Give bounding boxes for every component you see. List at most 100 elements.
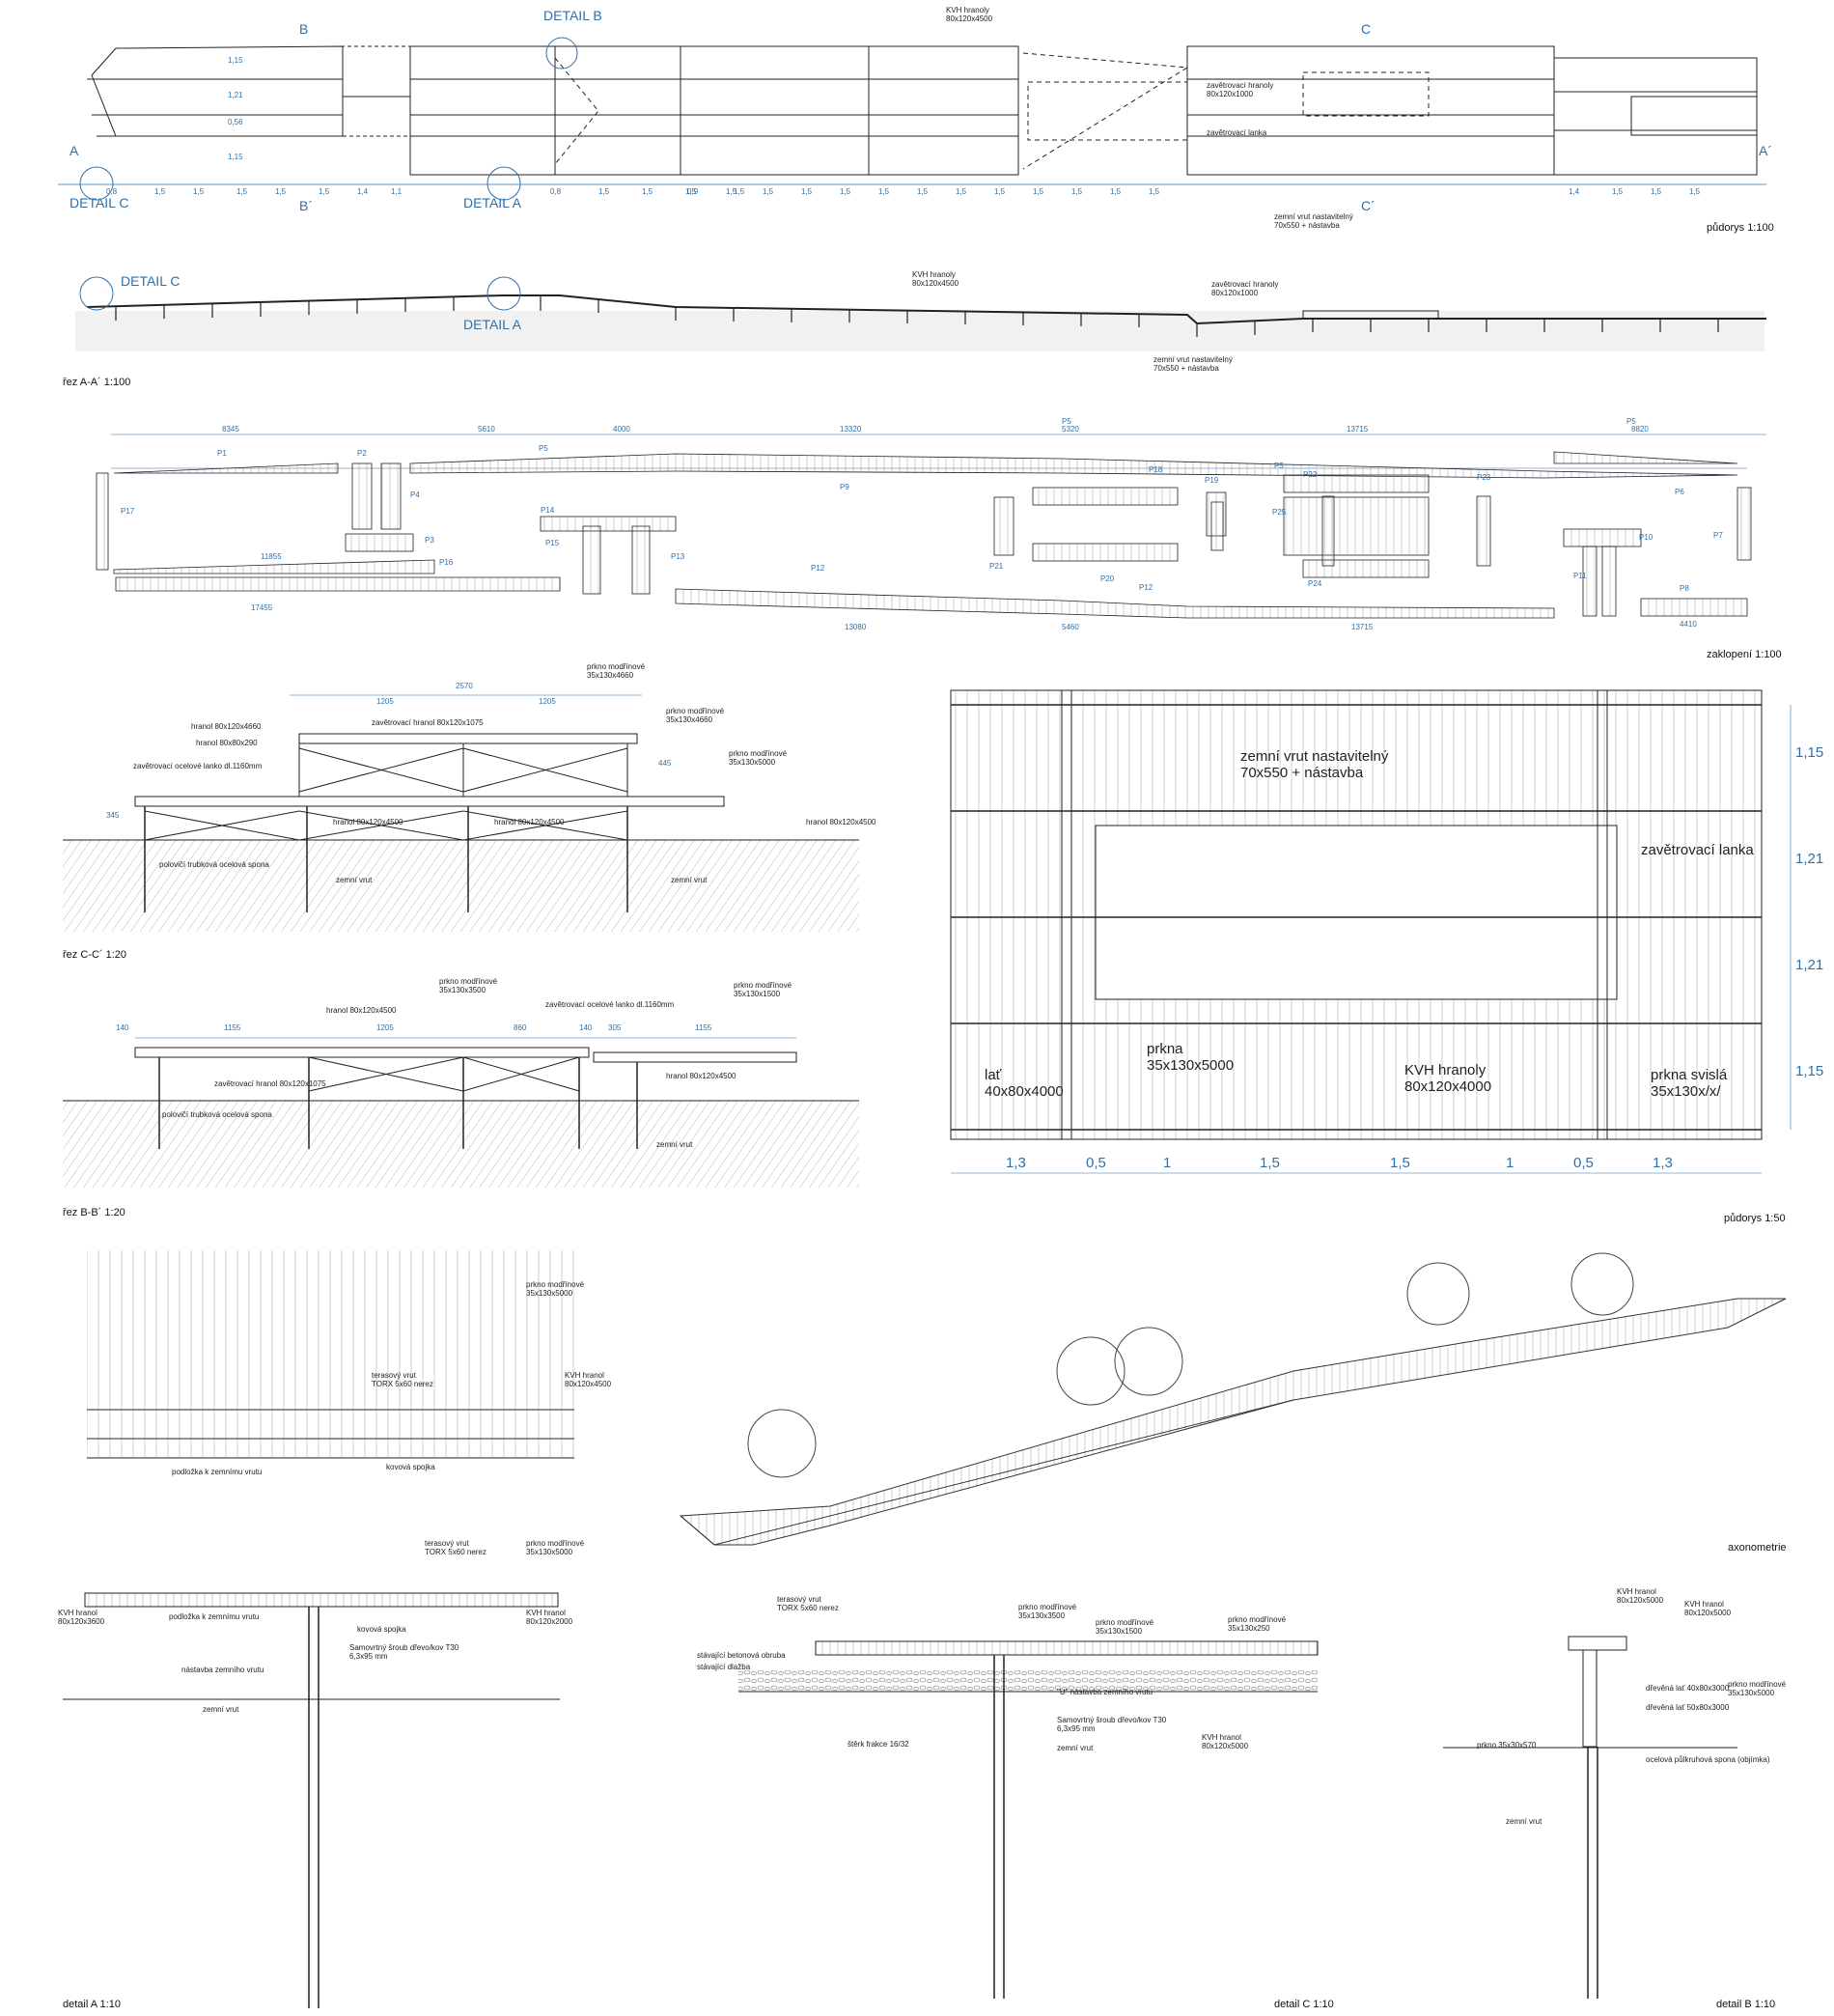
section-mark-b: B	[299, 21, 309, 37]
da-kvh-right: KVH hranol 80x120x2000	[526, 1609, 573, 1626]
zak-panel-p14: P14	[541, 506, 555, 515]
plan100-dim-17: 1,5	[840, 187, 851, 196]
bb-zav-lanko: zavětrovací ocelové lanko dl.1160mm	[545, 1000, 675, 1009]
plan100-dim-24: 1,5	[1110, 187, 1122, 196]
zak-bot-dim-1: 17455	[251, 603, 273, 612]
dc-dlazba: stávající dlažba	[697, 1663, 751, 1671]
p50-zemni-vrut: zemní vrut nastavitelný 70x550 + nástavb…	[1240, 748, 1389, 781]
axonometry	[679, 1252, 1787, 1546]
plan100-dim-9: 1,5	[598, 187, 610, 196]
bb-hranol-b: hranol 80x120x4500	[666, 1072, 736, 1080]
zak-panel-p12b: P12	[1139, 583, 1153, 592]
plan100-dim-1: 1,5	[154, 187, 166, 196]
zak-panel-p9: P9	[840, 483, 849, 491]
bb-zav-hranol: zavětrovací hranol 80x120x1075	[214, 1079, 326, 1088]
cc-zemni-vrut-a: zemní vrut	[336, 876, 373, 884]
zak-panel-p1: P1	[217, 449, 227, 458]
p50-side-0: 1,15	[1795, 744, 1824, 761]
caption-detail-a: detail A 1:10	[63, 1999, 121, 2010]
db-prkno: prkno modřínové 35x130x5000	[1728, 1680, 1787, 1697]
cc-dim-2: 1205	[539, 697, 556, 706]
cc-dim-4: 345	[106, 811, 120, 820]
zak-panel-p2: P2	[357, 449, 367, 458]
plan100-dim-27: 1,5	[1612, 187, 1624, 196]
db-zemni-vrut: zemní vrut	[1506, 1817, 1542, 1826]
section-cc	[63, 694, 859, 932]
caption-plan100: půdorys 1:100	[1707, 222, 1774, 234]
detail-b	[1443, 1636, 1737, 1999]
dc-prkno-3: prkno modřínové 35x130x250	[1228, 1615, 1287, 1633]
caption-detail-c: detail C 1:10	[1274, 1999, 1334, 2010]
detail-c	[738, 1640, 1319, 1999]
plan100-dim-2: 1,5	[193, 187, 205, 196]
dc-u-nastavba: "U" nástavba zemního vrutu	[1057, 1688, 1153, 1696]
p50-dim-6: 0,5	[1573, 1155, 1594, 1171]
plan-50	[950, 689, 1792, 1174]
zak-top-dim-1: 5610	[478, 425, 495, 434]
cc-hranol-4660: hranol 80x120x4660	[191, 722, 262, 731]
plan100-dim-21: 1,5	[994, 187, 1006, 196]
dp-spojka: kovová spojka	[386, 1463, 435, 1471]
dp-vrut: terasový vrut TORX 5x60 nerez	[372, 1371, 433, 1388]
zak-panel-p5d: P5	[1626, 417, 1636, 426]
zak-top-dim-0: 8345	[222, 425, 239, 434]
aa-zemni-vrut-label: zemní vrut nastavitelný 70x550 + nástavb…	[1153, 355, 1233, 373]
bb-dim-0: 140	[116, 1023, 129, 1032]
plan100-side-3: 1,15	[228, 153, 243, 161]
detail-c-marker-aa: DETAIL C	[121, 273, 181, 289]
zak-panel-p5a: P5	[539, 444, 548, 453]
da-zemni-vrut: zemní vrut	[203, 1705, 239, 1714]
plan100-dim-19: 1,5	[917, 187, 929, 196]
caption-plan50: půdorys 1:50	[1724, 1213, 1786, 1224]
detail-a	[63, 1592, 560, 2008]
zak-bot-dim-2: 13080	[845, 623, 867, 631]
plan100-dim-23: 1,5	[1071, 187, 1083, 196]
caption-zaklopeni: zaklopení 1:100	[1707, 649, 1782, 660]
bb-prkno-2: prkno modřínové 35x130x1500	[734, 981, 792, 998]
db-kvh-1: KVH hranol 80x120x5000	[1617, 1587, 1664, 1605]
zak-panel-p11: P11	[1573, 572, 1587, 580]
zak-panel-p15: P15	[545, 539, 560, 547]
plan100-dim-4: 1,5	[275, 187, 287, 196]
section-mark-c: C	[1361, 21, 1372, 37]
plan100-dim-6: 1,4	[357, 187, 369, 196]
dp-podlozka: podložka k zemnímu vrutu	[172, 1468, 263, 1476]
p50-zav-lanka: zavětrovací lanka	[1641, 842, 1754, 858]
plan100-dim-16: 1,5	[801, 187, 813, 196]
zak-panel-p10: P10	[1639, 533, 1653, 542]
plan100-kvh-label: KVH hranoly 80x120x4500	[946, 6, 993, 23]
caption-section-cc: řez C-C´ 1:20	[63, 949, 127, 961]
plan-100	[58, 37, 1766, 201]
zak-bot-dim-5: 4410	[1680, 620, 1697, 629]
p50-side-1: 1,21	[1795, 851, 1824, 867]
db-spona: ocelová půlkruhová spona (objímka)	[1646, 1755, 1770, 1764]
da-sroub: Samovrtný šroub dřevo/kov T30 6,3x95 mm	[349, 1643, 459, 1661]
plan100-dim-0: 0,8	[106, 187, 118, 196]
db-prkno-b: prkno 35x30x570	[1477, 1741, 1537, 1750]
plan100-dim-18: 1,5	[878, 187, 890, 196]
plan100-dim-12: 1,5	[734, 187, 745, 196]
dc-obruba: stávající betonová obruba	[697, 1651, 786, 1660]
dc-kvh: KVH hranol 80x120x5000	[1202, 1733, 1249, 1750]
zak-top-dim-2: 4000	[613, 425, 630, 434]
db-lat-2: dřevěná lať 50x80x3000	[1646, 1703, 1730, 1712]
p50-dim-2: 1	[1163, 1155, 1172, 1171]
da-podlozka: podložka k zemnímu vrutu	[169, 1612, 260, 1621]
p50-dim-0: 1,3	[1006, 1155, 1026, 1171]
plan100-side-0: 1,15	[228, 56, 243, 65]
cc-hranol-4500a: hranol 80x120x4500	[333, 818, 403, 826]
plan100-dim-11: 1,5	[685, 187, 697, 196]
zak-panel-p24: P24	[1308, 579, 1322, 588]
dc-vrut: terasový vrut TORX 5x60 nerez	[777, 1595, 839, 1612]
da-spojka: kovová spojka	[357, 1625, 406, 1634]
plan100-dim-25: 1,5	[1149, 187, 1160, 196]
db-lat-1: dřevěná lať 40x80x3000	[1646, 1684, 1730, 1693]
p50-dim-7: 1,3	[1653, 1155, 1673, 1171]
p50-kvh: KVH hranoly 80x120x4000	[1404, 1062, 1492, 1095]
dc-zemni-vrut: zemní vrut	[1057, 1744, 1094, 1752]
bb-dim-3: 860	[514, 1023, 527, 1032]
aa-kvh-label: KVH hranoly 80x120x4500	[912, 270, 959, 288]
aa-zav-hranoly-label: zavětrovací hranoly 80x120x1000	[1211, 280, 1279, 297]
